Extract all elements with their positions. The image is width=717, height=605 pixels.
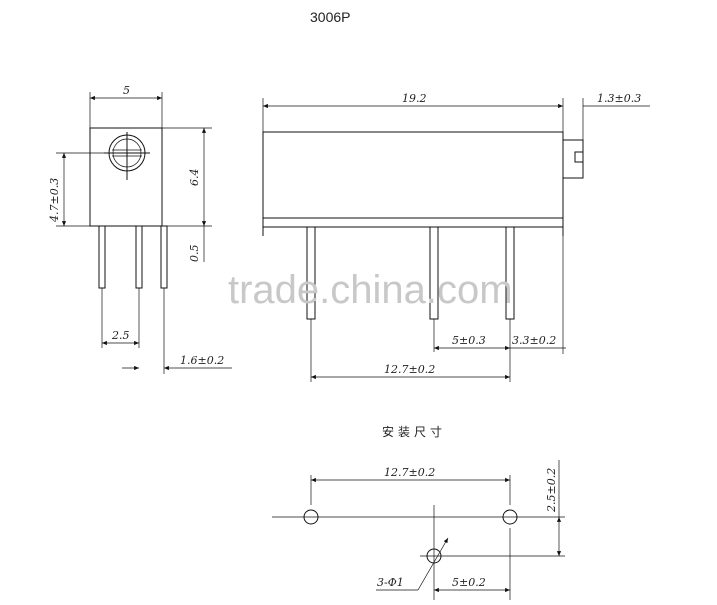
front-width-label: 5 [123, 84, 130, 97]
standoff-label: 0.5 [188, 245, 201, 263]
pin-offset-label: 1.6±0.2 [180, 354, 224, 367]
holes-label: 3-Φ1 [377, 576, 404, 589]
pitch-a-label: 5±0.3 [452, 334, 486, 347]
front-view: 5 6.4 0.5 4.7±0.3 2.5 1.6±0.2 [48, 84, 232, 374]
side-length-label: 19.2 [402, 92, 427, 105]
mount-offset-label: 2.5±0.2 [545, 468, 558, 513]
hole-2 [502, 509, 518, 525]
pitch-b-label: 3.3±0.2 [512, 334, 556, 347]
front-pin-3 [160, 225, 168, 289]
side-span-label: 12.7±0.2 [384, 363, 435, 376]
hole-1 [303, 509, 319, 525]
drawing-title: 3006P [310, 9, 350, 25]
mounting-footprint: 12.7±0.2 2.5±0.2 5±0.2 3-Φ1 [272, 460, 565, 600]
front-body [89, 127, 163, 227]
tab-label: 1.3±0.3 [597, 92, 641, 105]
mount-span-label: 12.7±0.2 [384, 466, 435, 479]
adj-height-label: 4.7±0.3 [48, 178, 61, 223]
mount-pitch-label: 5±0.2 [452, 576, 486, 589]
side-tab [562, 139, 584, 179]
side-body [262, 131, 564, 228]
watermark: trade.china.com [228, 268, 513, 312]
front-pin-2 [135, 225, 143, 289]
pin-pitch-label: 2.5 [111, 329, 130, 342]
front-pin-1 [98, 225, 106, 289]
section-label: 安装尺寸 [382, 424, 446, 439]
front-height-label: 6.4 [188, 169, 201, 187]
side-view: 19.2 1.3±0.3 5±0.3 3.3±0.2 12.7±0.2 [262, 92, 650, 382]
